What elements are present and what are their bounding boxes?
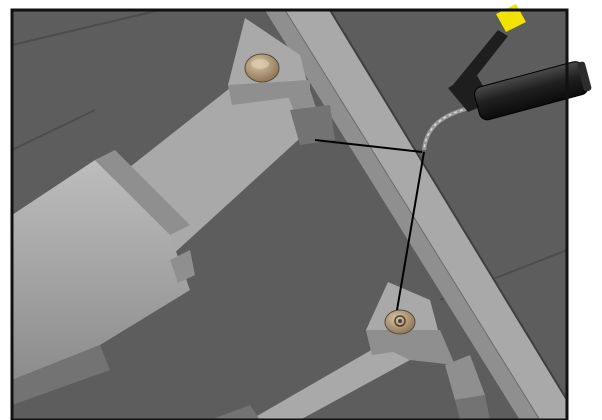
lower-grease-fitting <box>385 310 415 334</box>
upper-grease-fitting <box>245 54 279 82</box>
